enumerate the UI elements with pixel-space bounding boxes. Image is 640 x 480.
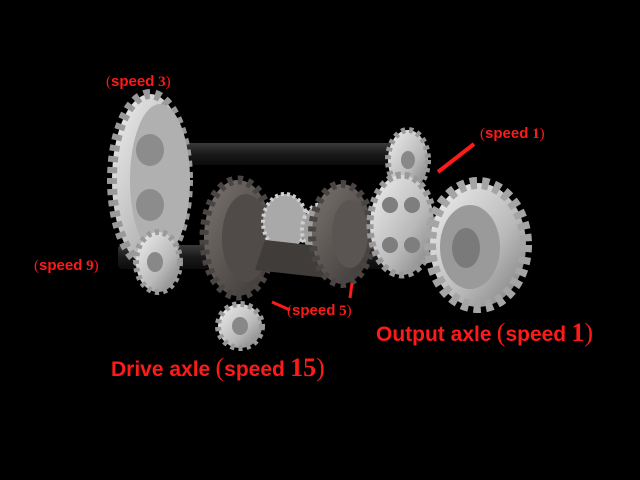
bottom-small-gear [215, 301, 265, 351]
pointer-speed-5 [271, 300, 291, 312]
label-drive-axle: Drive axle (speed 15) [111, 353, 325, 382]
label-speed-3: (speed 3) [106, 73, 171, 90]
label-speed-9: (speed 9) [34, 257, 99, 274]
speed-1-middle-gear [366, 171, 438, 279]
output-large-gear [424, 177, 532, 313]
label-output-axle: Output axle (speed 1) [376, 318, 594, 347]
speed-9-gear [133, 229, 183, 295]
label-speed-1: (speed 1) [480, 125, 545, 142]
pointer-speed-5b [348, 282, 354, 299]
drive-gear-dark [199, 175, 277, 301]
pointer-speed-1 [436, 142, 476, 174]
upper-axle [170, 143, 410, 165]
label-speed-5: (speed 5) [287, 302, 352, 319]
differential-housing [255, 180, 376, 288]
